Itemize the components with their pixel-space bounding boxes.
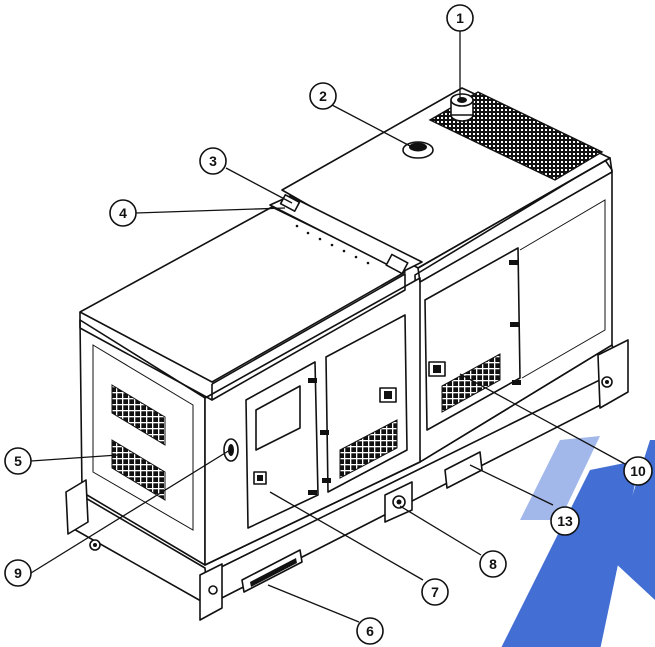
roof-left (79, 206, 406, 383)
svg-text:7: 7 (431, 584, 439, 600)
leader-lines (30, 31, 626, 623)
exhaust-pipe (450, 93, 474, 122)
callout-2: 2 (309, 82, 337, 110)
control-window (255, 385, 301, 451)
callout-7: 7 (421, 578, 449, 606)
front-louver-upper (111, 384, 166, 446)
callout-6: 6 (356, 617, 384, 645)
callout-5: 5 (4, 447, 32, 475)
fuel-drain (444, 451, 483, 489)
callout-4: 4 (109, 199, 137, 227)
front-louver-lower (111, 439, 166, 501)
lifting-lug (384, 481, 413, 523)
svg-text:1: 1 (456, 10, 464, 26)
svg-text:9: 9 (14, 565, 22, 581)
svg-text:8: 8 (489, 556, 497, 572)
callout-13: 13 (550, 506, 580, 536)
svg-text:4: 4 (119, 205, 127, 221)
right-door-louver (441, 353, 501, 413)
svg-text:5: 5 (14, 453, 22, 469)
svg-text:3: 3 (209, 153, 217, 169)
svg-text:6: 6 (366, 623, 374, 639)
callout-10: 10 (623, 456, 653, 486)
door-hinges (308, 378, 331, 495)
door-handle (223, 438, 239, 462)
callout-9: 9 (4, 559, 32, 587)
generator-enclosure (65, 87, 629, 621)
callout-8: 8 (479, 550, 507, 578)
callout-3: 3 (199, 147, 227, 175)
svg-text:2: 2 (319, 88, 327, 104)
svg-text:10: 10 (630, 463, 646, 479)
roof-rivets (295, 224, 370, 265)
svg-text:13: 13 (557, 513, 573, 529)
middle-door-louver (339, 419, 398, 479)
callout-1: 1 (446, 4, 474, 32)
